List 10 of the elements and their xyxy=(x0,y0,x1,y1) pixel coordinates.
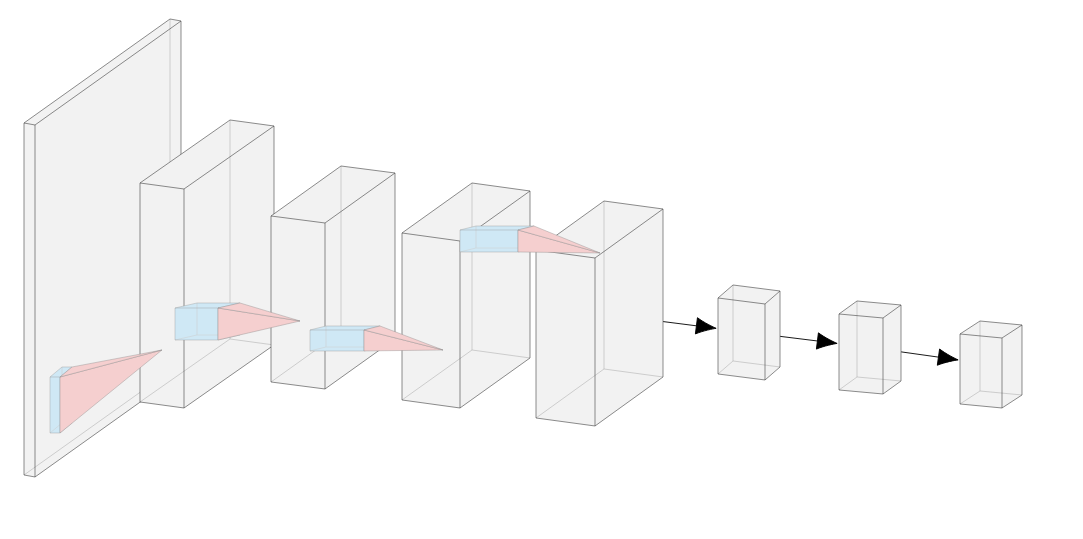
arrow xyxy=(900,348,959,366)
cuboid xyxy=(838,300,902,395)
cuboid xyxy=(270,165,396,390)
arrow xyxy=(779,332,838,350)
cuboid xyxy=(401,182,531,409)
cuboid xyxy=(139,119,275,409)
cuboid xyxy=(959,320,1023,409)
arrow xyxy=(662,317,717,335)
cuboid xyxy=(535,200,664,427)
cuboid xyxy=(717,284,781,381)
